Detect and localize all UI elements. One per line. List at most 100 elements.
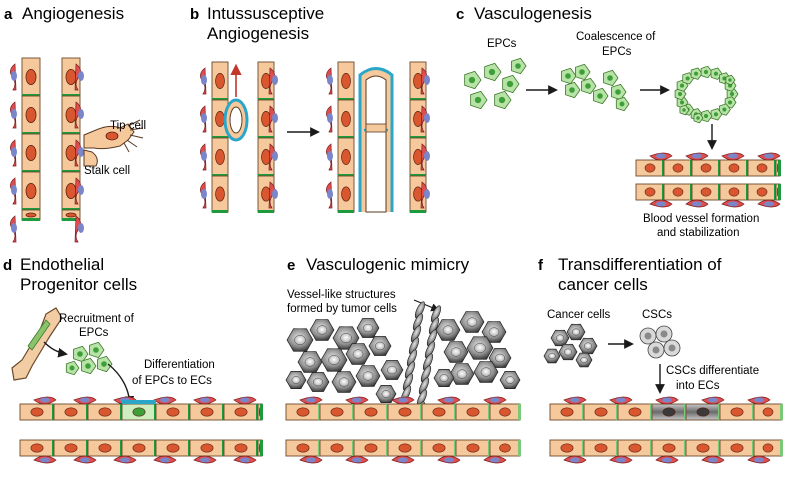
pericyte <box>268 181 275 209</box>
pericyte-nucleus <box>40 397 50 403</box>
junction <box>352 404 355 420</box>
epc-nucleus <box>468 76 476 84</box>
nucleus <box>756 187 768 197</box>
nucleus <box>730 443 744 453</box>
tumor-nucleus <box>450 347 462 357</box>
nucleus <box>215 149 225 165</box>
epc-nucleus <box>569 87 575 93</box>
junction <box>582 404 585 420</box>
pericyte-nucleus <box>352 457 362 463</box>
pericyte <box>420 181 427 209</box>
tumor-nucleus <box>480 367 492 377</box>
pericyte-nucleus <box>11 71 17 81</box>
epc-nucleus <box>579 69 585 75</box>
junction <box>52 404 55 420</box>
junction <box>518 440 521 456</box>
junction <box>518 404 521 420</box>
nucleus <box>341 111 351 127</box>
epc-nucleus <box>703 113 709 119</box>
label-recruitment-line2: EPCs <box>79 327 109 339</box>
junction <box>410 136 426 139</box>
pericyte-nucleus <box>708 457 718 463</box>
tumor-cell-masses <box>285 311 521 404</box>
panel-title-e: Vasculogenic mimicry <box>306 255 470 274</box>
pericyte <box>74 215 81 243</box>
pericyte-nucleus <box>11 223 17 233</box>
junction <box>718 160 721 176</box>
nucleus <box>628 443 642 453</box>
tip-cell-sprout <box>83 119 144 167</box>
nucleus <box>560 407 574 417</box>
nucleus <box>762 443 774 453</box>
nucleus <box>432 443 446 453</box>
epc-scattered <box>464 57 527 110</box>
pericyte-nucleus <box>201 151 207 161</box>
nucleus <box>215 73 225 89</box>
junction <box>410 210 426 213</box>
nucleus <box>398 443 412 453</box>
junction <box>154 404 157 420</box>
label-differentiation-line1: Differentiation <box>144 359 215 371</box>
junction <box>258 174 274 177</box>
nucleus <box>64 407 78 417</box>
epc-cord-ring <box>674 65 739 124</box>
junction <box>212 98 228 101</box>
epc-nucleus <box>585 83 591 89</box>
label-coalescence-line2: EPCs <box>602 46 632 58</box>
nucleus <box>341 149 351 165</box>
pericyte-nucleus <box>160 457 170 463</box>
panel-d: d Endothelial Progenitor cells Recruitme… <box>3 255 263 464</box>
tumor-nucleus <box>474 343 486 353</box>
junction <box>454 404 457 420</box>
pericyte-nucleus <box>424 113 430 123</box>
vessel-with-incorporated-epc <box>19 396 263 464</box>
pericyte-nucleus <box>11 185 17 195</box>
pericyte-nucleus <box>160 397 170 403</box>
nucleus <box>644 163 656 173</box>
junction <box>650 440 653 456</box>
pericyte-nucleus <box>78 147 84 157</box>
pericyte-nucleus <box>764 201 774 207</box>
pericyte-nucleus <box>78 71 84 81</box>
epc-nucleus <box>85 363 91 369</box>
junction <box>718 440 721 456</box>
nucleus <box>499 443 511 453</box>
junction <box>684 404 687 420</box>
junction <box>690 160 693 176</box>
nucleus <box>696 407 710 417</box>
junction <box>86 404 89 420</box>
csc-nucleus <box>668 344 676 352</box>
pericyte <box>74 63 81 91</box>
tumor-nucleus <box>495 353 505 363</box>
label-vessel-like-line2: formed by tumor cells <box>287 303 397 315</box>
epc-nucleus <box>722 76 727 81</box>
nucleus <box>398 407 412 417</box>
label-epcs: EPCs <box>487 38 517 50</box>
junction <box>258 136 274 139</box>
pericyte-nucleus <box>240 397 250 403</box>
pericyte-nucleus <box>424 75 430 85</box>
label-recruitment-line1: Recruitment of <box>59 313 135 325</box>
pericyte-nucleus <box>201 113 207 123</box>
csc-nucleus <box>660 330 668 338</box>
panel-letter-e: e <box>287 257 295 274</box>
nucleus <box>730 407 744 417</box>
junction <box>746 184 749 200</box>
tumor-nucleus <box>304 357 316 367</box>
nucleus <box>762 407 774 417</box>
junction <box>338 174 354 177</box>
epc-nucleus <box>488 68 496 76</box>
nucleus <box>700 163 712 173</box>
junction <box>386 404 389 420</box>
basement-membrane <box>122 400 156 404</box>
nucleus <box>215 111 225 127</box>
tumor-nucleus <box>362 371 374 381</box>
pericyte-nucleus <box>272 75 278 85</box>
nucleus <box>644 187 656 197</box>
nucleus <box>728 187 740 197</box>
pericyte-nucleus <box>570 397 580 403</box>
junction <box>318 404 321 420</box>
epc-nucleus <box>498 96 506 104</box>
vessel-after-splitting <box>326 61 430 213</box>
tumor-nucleus <box>488 327 500 337</box>
